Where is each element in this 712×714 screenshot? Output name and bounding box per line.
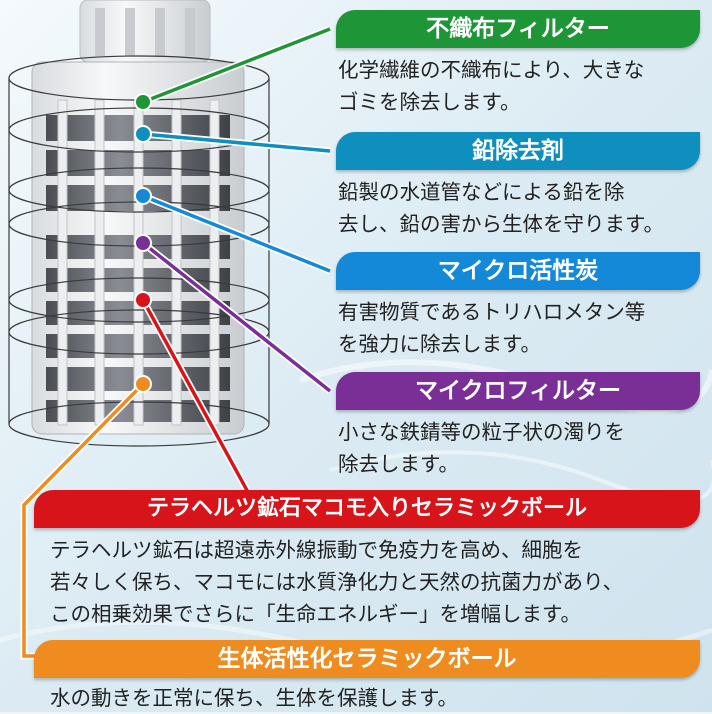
- connector-carbon-dot: [134, 187, 152, 205]
- label-micro-activated-carbon: マイクロ活性炭: [336, 252, 700, 290]
- desc-nonwoven-filter-1: 化学繊維の不織布により、大きな: [338, 58, 645, 82]
- connector-bioactive-dot: [134, 375, 152, 393]
- connector-carbon-line: [142, 194, 331, 273]
- desc-terahertz-ceramic-ball-2: 若々しく保ち、マコモには水質浄化力と天然の抗菌力があり、: [50, 570, 624, 594]
- label-nonwoven-filter: 不織布フィルター: [336, 10, 700, 48]
- label-micro-filter: マイクロフィルター: [336, 372, 700, 410]
- connector-terahertz-dot: [134, 291, 152, 309]
- desc-lead-remover-1: 鉛製の水道管などによる鉛を除: [338, 180, 625, 204]
- connector-terahertz-outline: [139, 298, 305, 509]
- connector-nonwoven-dot: [134, 93, 152, 111]
- desc-micro-activated-carbon-1: 有害物質であるトリハロメタン等: [338, 300, 646, 324]
- label-lead-remover: 鉛除去剤: [336, 132, 700, 170]
- connector-microfilter-dot: [134, 234, 152, 252]
- desc-bioactive-ceramic-ball-1: 水の動きを正常に保ち、生体を保護します。: [50, 686, 458, 710]
- connector-terahertz-line: [141, 299, 305, 507]
- connector-bioactive-line: [22, 382, 145, 658]
- label-bioactive-ceramic-ball: 生体活性化セラミックボール: [34, 640, 700, 678]
- connector-nonwoven-line: [142, 27, 331, 104]
- desc-lead-remover-2: 去し、鉛の害から生体を守ります。: [338, 212, 664, 236]
- desc-nonwoven-filter-2: ゴミを除去します。: [338, 90, 521, 114]
- cartridge-handle: [79, 0, 211, 63]
- connector-lead-line: [142, 132, 331, 153]
- label-terahertz-ceramic-ball: テラヘルツ鉱石マコモ入りセラミックボール: [34, 490, 700, 528]
- desc-micro-activated-carbon-2: を強力に除去します。: [338, 332, 541, 356]
- desc-terahertz-ceramic-ball-3: この相乗効果でさらに「生命エネルギー」を増幅します。: [50, 602, 581, 626]
- desc-terahertz-ceramic-ball-1: テラヘルツ鉱石は超遠赤外線振動で免疫力を高め、細胞を: [50, 538, 583, 562]
- connector-lead-dot: [134, 125, 152, 143]
- desc-micro-filter-1: 小さな鉄錆等の粒子状の濁りを: [338, 420, 625, 444]
- connector-microfilter-line: [141, 241, 332, 393]
- desc-micro-filter-2: 除去します。: [338, 452, 459, 476]
